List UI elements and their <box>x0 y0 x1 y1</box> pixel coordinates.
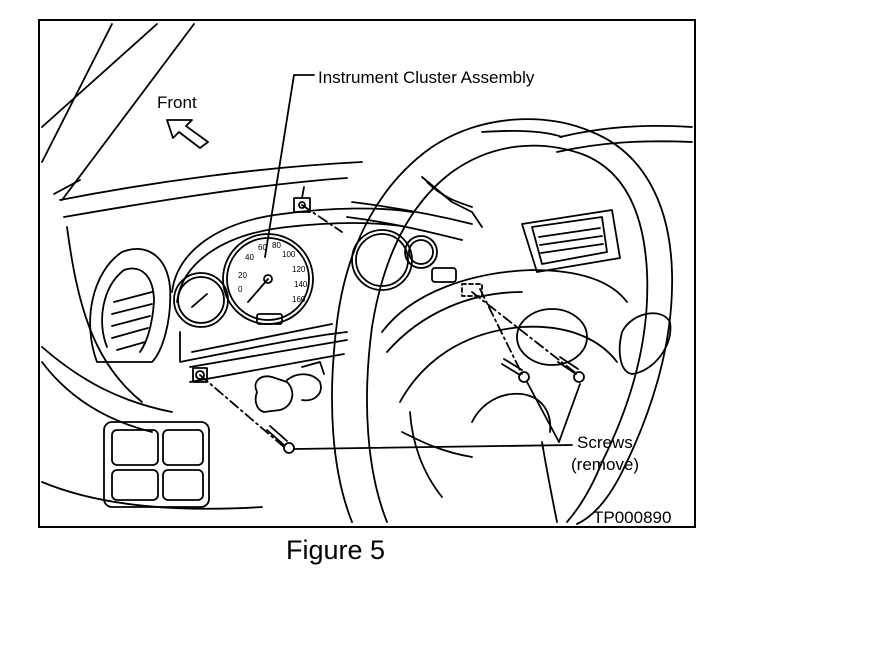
screws-label: Screws <box>577 433 633 452</box>
part-code: TP000890 <box>593 508 672 527</box>
dashboard-illustration: 60 80 100 40 20 120 140 0 160 <box>41 23 693 525</box>
steering-column <box>189 339 348 413</box>
svg-text:0: 0 <box>238 285 243 294</box>
center-air-vent <box>521 209 621 273</box>
svg-text:80: 80 <box>272 241 281 250</box>
windshield-lines <box>41 23 195 201</box>
figure-frame: 60 80 100 40 20 120 140 0 160 <box>38 19 696 528</box>
svg-text:140: 140 <box>294 280 308 289</box>
cluster-label: Instrument Cluster Assembly <box>318 68 535 87</box>
lower-dash-lines <box>41 226 263 510</box>
svg-text:160: 160 <box>292 295 306 304</box>
svg-text:60: 60 <box>258 243 267 252</box>
screws-action-label: (remove) <box>571 455 640 474</box>
switch-panel <box>103 421 210 508</box>
screws <box>199 74 585 454</box>
svg-text:40: 40 <box>245 253 254 262</box>
svg-text:120: 120 <box>292 265 306 274</box>
left-air-vent <box>89 248 172 363</box>
svg-text:20: 20 <box>238 271 247 280</box>
front-arrow-icon <box>166 119 209 149</box>
figure-caption: Figure 5 <box>286 535 386 565</box>
dashboard-top <box>59 124 693 218</box>
svg-text:100: 100 <box>282 250 296 259</box>
front-label: Front <box>157 93 197 112</box>
steering-wheel <box>331 118 673 525</box>
instrument-cluster: 60 80 100 40 20 120 140 0 160 <box>171 186 457 363</box>
